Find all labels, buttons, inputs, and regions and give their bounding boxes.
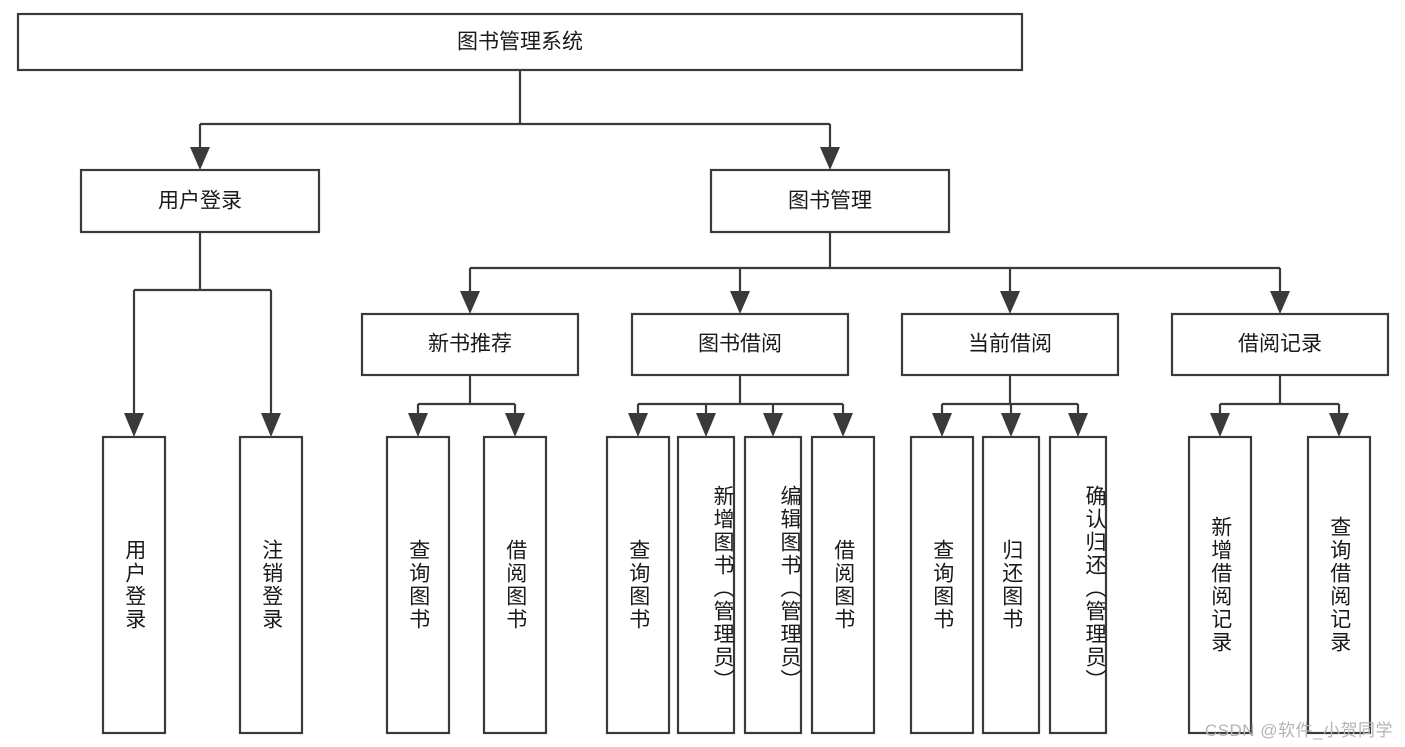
edge-borrow-record-trunk	[1218, 375, 1341, 414]
arrow-to-leaf-edit-book	[763, 413, 783, 437]
node-new-book-rec[interactable]: 新书推荐	[360, 312, 580, 377]
node-root-label: 图书管理系统	[457, 31, 583, 54]
leaf-add-book-box[interactable]	[676, 435, 736, 735]
edge-group-borrow-record-to-leaves	[1210, 375, 1349, 437]
leaf-query-book-1-box[interactable]	[385, 435, 451, 735]
arrow-to-leaf-query-book-2	[628, 413, 648, 437]
arrow-to-leaf-add-record	[1210, 413, 1230, 437]
node-current-borrow[interactable]: 当前借阅	[900, 312, 1120, 377]
edge-group-book-manage-to-level3	[460, 232, 1290, 314]
edge-user-login-trunk	[132, 232, 273, 414]
node-book-manage-box[interactable]	[709, 168, 951, 234]
arrow-to-leaf-logout	[261, 413, 281, 437]
node-user-login-label: 用户登录	[158, 190, 242, 213]
arrow-to-leaf-add-book	[696, 413, 716, 437]
leaf-logout-box[interactable]	[238, 435, 304, 735]
leaf-return-book-box[interactable]	[981, 435, 1041, 735]
node-new-book-rec-box[interactable]	[360, 312, 580, 377]
edge-new-book-rec-trunk	[416, 375, 517, 414]
node-book-manage-label: 图书管理	[788, 190, 872, 213]
csdn-watermark: CSDN @软件_小贺同学	[1204, 721, 1393, 740]
leaf-query-record-box[interactable]	[1306, 435, 1372, 735]
node-book-borrow-label: 图书借阅	[698, 333, 782, 356]
arrow-to-new-book-rec	[460, 291, 480, 314]
arrow-to-leaf-borrow-book-2	[833, 413, 853, 437]
edge-group-user-login-to-leaves	[124, 232, 281, 437]
leaf-edit-book-box[interactable]	[743, 435, 803, 735]
leaf-borrow-book-1-box[interactable]	[482, 435, 548, 735]
node-user-login[interactable]: 用户登录	[79, 168, 321, 234]
leaf-confirm-return-box[interactable]	[1048, 435, 1108, 735]
arrow-to-user-login	[190, 147, 210, 170]
node-user-login-box[interactable]	[79, 168, 321, 234]
edge-group-book-borrow-to-leaves	[628, 375, 853, 437]
arrow-to-book-borrow	[730, 291, 750, 314]
node-borrow-record-label: 借阅记录	[1238, 333, 1322, 356]
leaf-query-book-3-box[interactable]	[909, 435, 975, 735]
arrow-to-leaf-query-book-1	[408, 413, 428, 437]
edge-group-root-to-level2	[190, 70, 840, 170]
leaf-borrow-book-2-box[interactable]	[810, 435, 876, 735]
node-root[interactable]: 图书管理系统	[16, 12, 1024, 72]
node-current-borrow-label: 当前借阅	[968, 333, 1052, 356]
edge-root-trunk	[198, 70, 832, 148]
node-book-manage[interactable]: 图书管理	[709, 168, 951, 234]
leaf-user-login-box[interactable]	[101, 435, 167, 735]
node-book-borrow[interactable]: 图书借阅	[630, 312, 850, 377]
node-root-box[interactable]	[16, 12, 1024, 72]
arrow-to-leaf-query-record	[1329, 413, 1349, 437]
arrow-to-leaf-confirm-return	[1068, 413, 1088, 437]
node-borrow-record-box[interactable]	[1170, 312, 1390, 377]
edge-book-borrow-trunk	[636, 375, 845, 414]
node-current-borrow-box[interactable]	[900, 312, 1120, 377]
arrow-to-leaf-return-book	[1001, 413, 1021, 437]
leaf-add-record-box[interactable]	[1187, 435, 1253, 735]
node-book-borrow-box[interactable]	[630, 312, 850, 377]
edge-book-manage-trunk	[468, 232, 1282, 292]
arrow-to-leaf-user-login	[124, 413, 144, 437]
edge-current-borrow-trunk	[940, 375, 1080, 414]
leaf-boxes-group	[101, 435, 1372, 735]
edge-group-current-borrow-to-leaves	[932, 375, 1088, 437]
leaf-query-book-2-box[interactable]	[605, 435, 671, 735]
arrow-to-borrow-record	[1270, 291, 1290, 314]
node-borrow-record[interactable]: 借阅记录	[1170, 312, 1390, 377]
arrow-to-book-manage	[820, 147, 840, 170]
arrow-to-current-borrow	[1000, 291, 1020, 314]
edge-group-new-book-rec-to-leaves	[408, 375, 525, 437]
node-new-book-rec-label: 新书推荐	[428, 333, 512, 356]
arrow-to-leaf-query-book-3	[932, 413, 952, 437]
arrow-to-leaf-borrow-book-1	[505, 413, 525, 437]
